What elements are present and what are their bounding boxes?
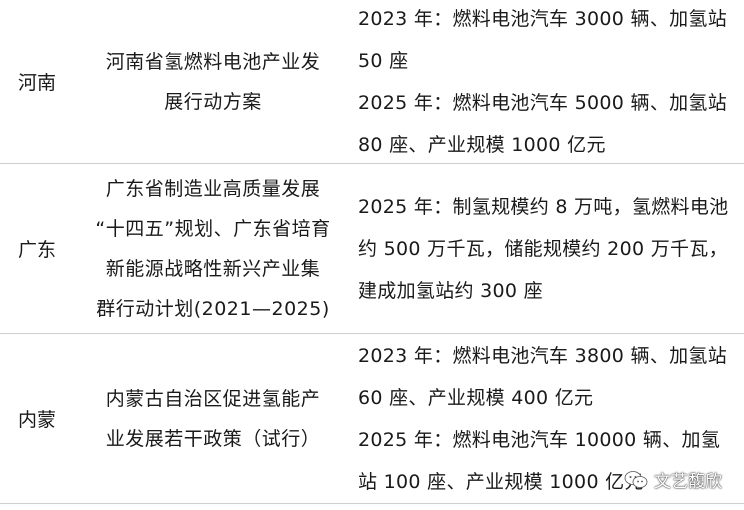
region-cell: 广东 xyxy=(0,164,80,333)
target-line: 2025 年：燃料电池汽车 10000 辆、加氢 xyxy=(358,428,721,451)
region-label: 内蒙 xyxy=(18,409,57,431)
region-label: 广东 xyxy=(18,239,57,261)
target-line: 60 座、产业规模 400 亿元 xyxy=(358,386,594,409)
target-line: 2023 年：燃料电池汽车 3000 辆、加氢站 xyxy=(358,7,728,30)
watermark-text: 文艺馥欣 xyxy=(654,472,722,492)
table-row: 广东 广东省制造业高质量发展 “十四五”规划、广东省培育 新能源战略性新兴产业集… xyxy=(0,164,744,334)
table-row: 河南 河南省氢燃料电池产业发 展行动方案 2023 年：燃料电池汽车 3000 … xyxy=(0,0,744,164)
policy-cell: 广东省制造业高质量发展 “十四五”规划、广东省培育 新能源战略性新兴产业集 群行… xyxy=(80,164,346,333)
target-line: 80 座、产业规模 1000 亿元 xyxy=(358,133,606,156)
target-cell: 2023 年：燃料电池汽车 3000 辆、加氢站 50 座 2025 年：燃料电… xyxy=(346,0,744,163)
target-line: 约 500 万千瓦，储能规模约 200 万千瓦， xyxy=(358,237,728,260)
table-row: 内蒙 内蒙古自治区促进氢能产 业发展若干政策（试行） 2023 年：燃料电池汽车… xyxy=(0,334,744,504)
target-line: 2023 年：燃料电池汽车 3800 辆、加氢站 xyxy=(358,344,728,367)
policy-cell: 内蒙古自治区促进氢能产 业发展若干政策（试行） xyxy=(80,334,346,503)
policy-line: 河南省氢燃料电池产业发 xyxy=(105,50,321,73)
target-line: 建成加氢站约 300 座 xyxy=(358,279,543,302)
policy-line: 广东省制造业高质量发展 xyxy=(105,177,321,200)
policy-line: 新能源战略性新兴产业集 xyxy=(105,257,321,280)
region-cell: 内蒙 xyxy=(0,334,80,503)
policy-line: 业发展若干政策（试行） xyxy=(105,427,321,450)
policy-line: 内蒙古自治区促进氢能产 xyxy=(105,387,321,410)
target-cell: 2023 年：燃料电池汽车 3800 辆、加氢站 60 座、产业规模 400 亿… xyxy=(346,334,744,503)
policy-name: 广东省制造业高质量发展 “十四五”规划、广东省培育 新能源战略性新兴产业集 群行… xyxy=(93,169,333,329)
policy-line: 群行动计划(2021—2025) xyxy=(96,297,330,320)
region-label: 河南 xyxy=(18,72,57,94)
target-line: 站 100 座、产业规模 1000 亿元 xyxy=(358,470,644,493)
policy-cell: 河南省氢燃料电池产业发 展行动方案 xyxy=(80,0,346,163)
target-cell: 2025 年：制氢规模约 8 万吨，氢燃料电池 约 500 万千瓦，储能规模约 … xyxy=(346,164,744,333)
wechat-icon xyxy=(624,470,648,490)
region-cell: 河南 xyxy=(0,0,80,163)
policy-name: 河南省氢燃料电池产业发 展行动方案 xyxy=(93,42,333,122)
policy-name: 内蒙古自治区促进氢能产 业发展若干政策（试行） xyxy=(93,379,333,459)
policy-line: “十四五”规划、广东省培育 xyxy=(95,217,331,240)
watermark: 文艺馥欣 xyxy=(624,467,722,492)
target-line: 2025 年：制氢规模约 8 万吨，氢燃料电池 xyxy=(358,195,729,218)
policy-line: 展行动方案 xyxy=(164,90,262,113)
target-line: 2025 年：燃料电池汽车 5000 辆、加氢站 xyxy=(358,91,728,114)
target-line: 50 座 xyxy=(358,49,409,72)
